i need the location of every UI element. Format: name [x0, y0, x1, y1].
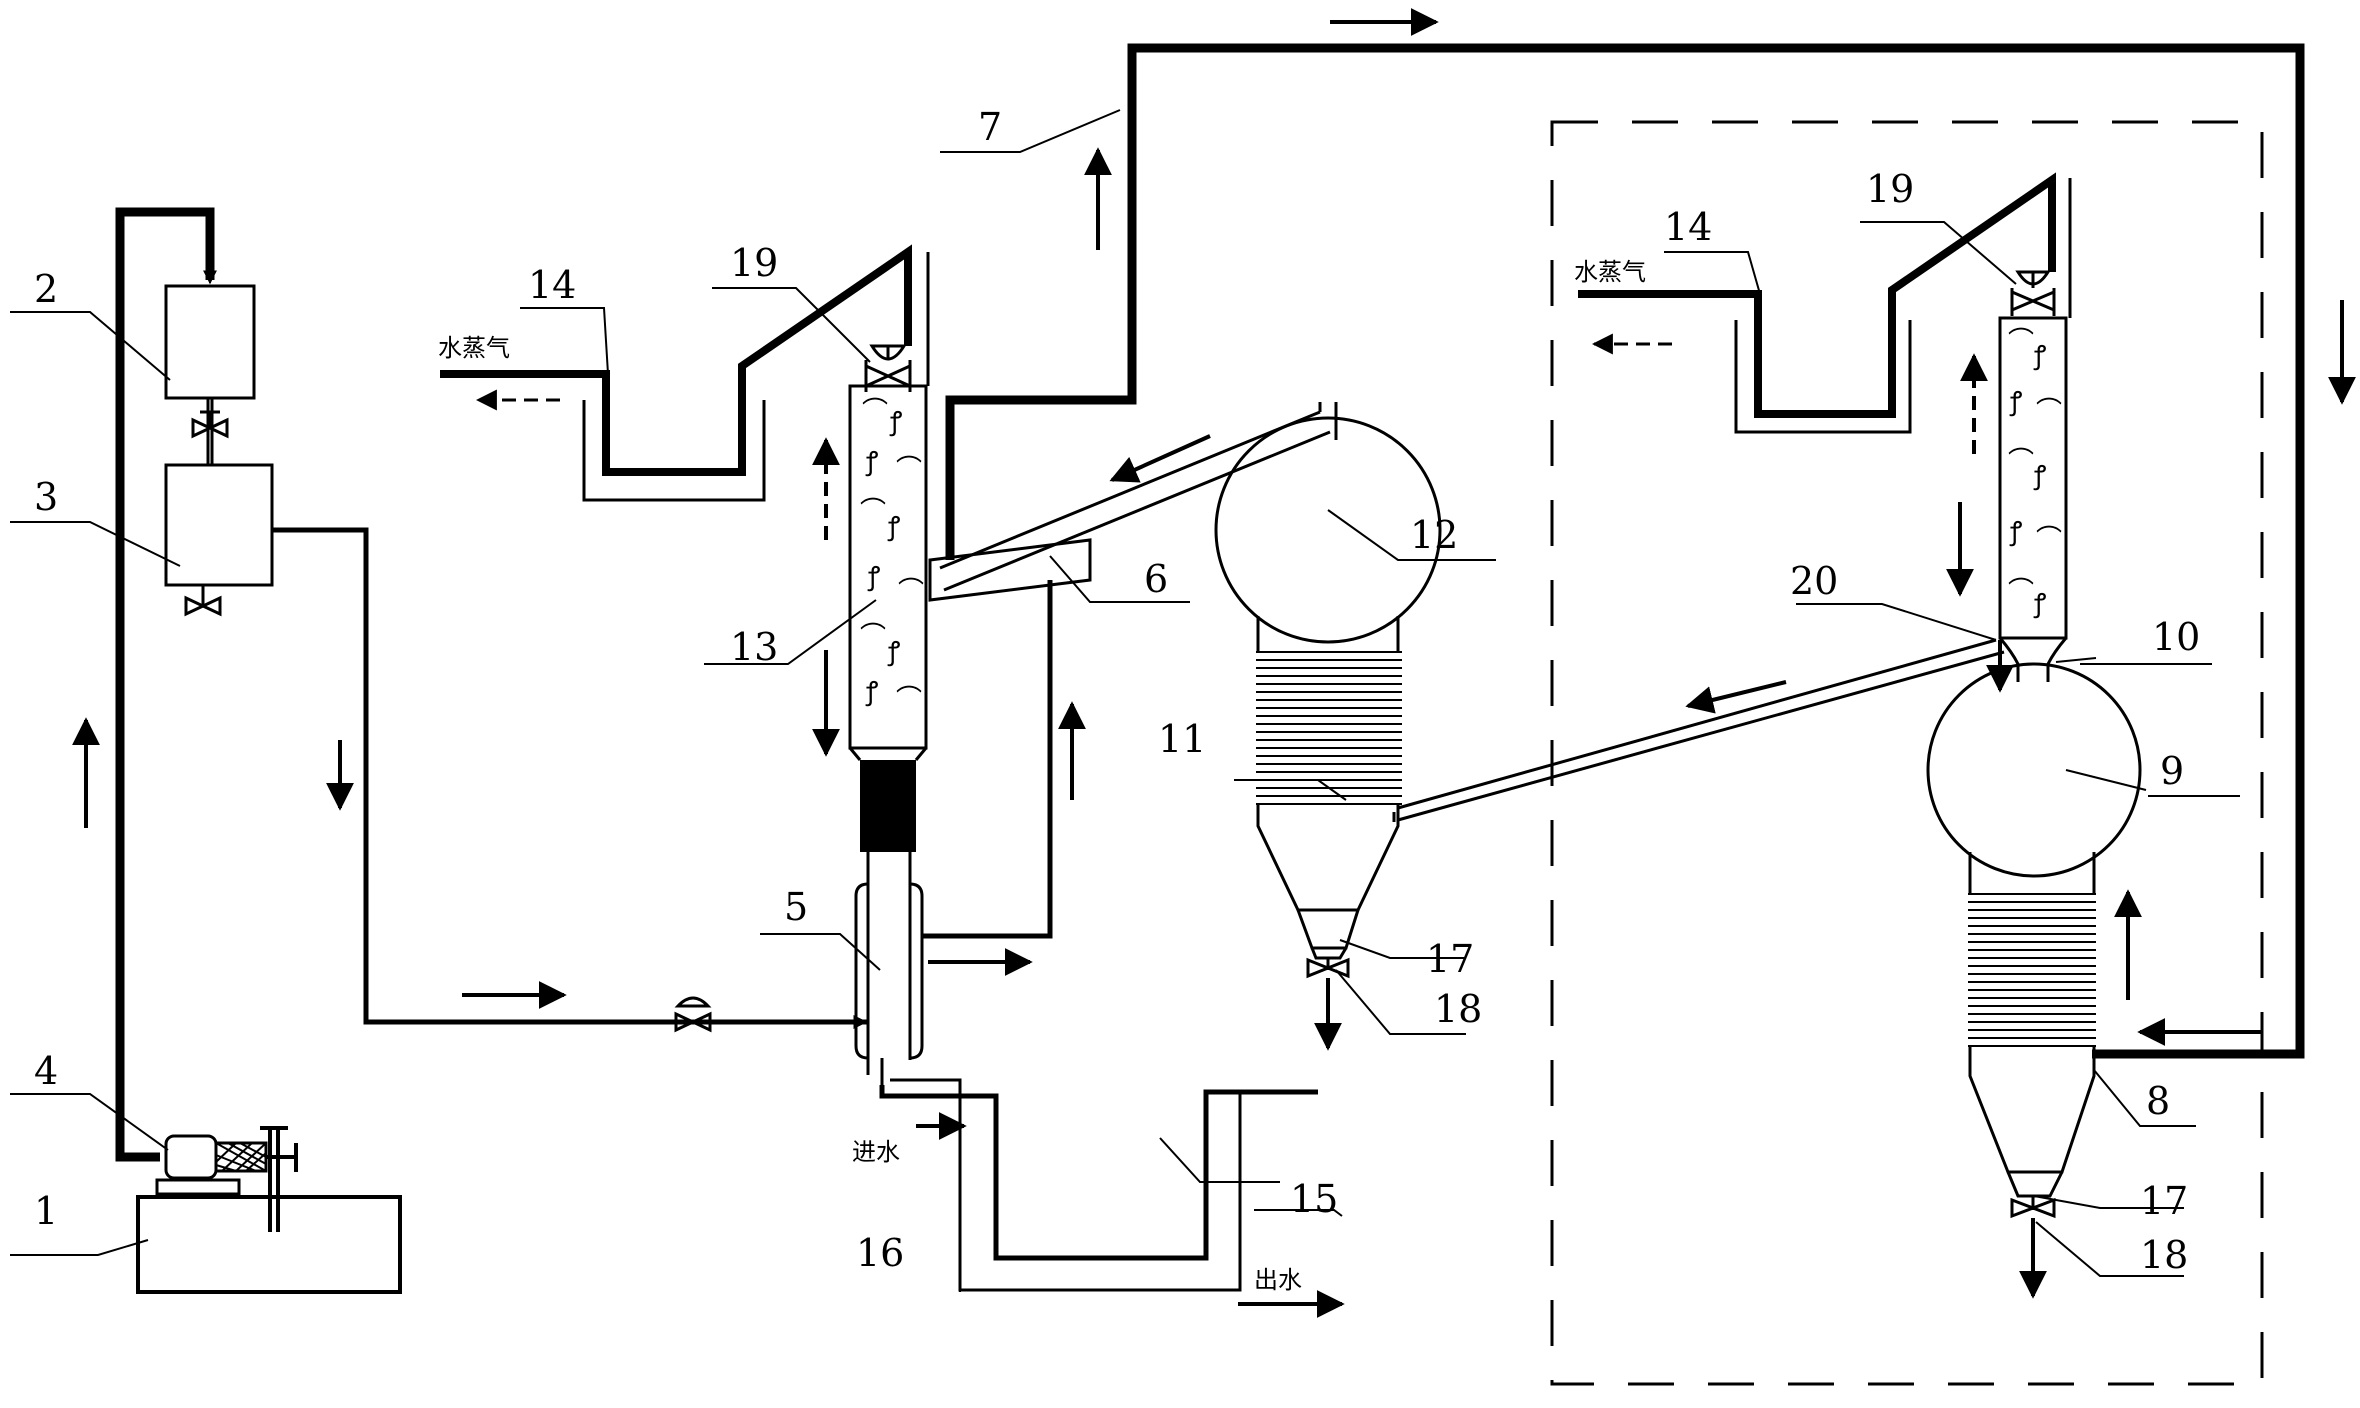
label-5: 5 [784, 885, 808, 929]
steam-label-right: 水蒸气 [1574, 258, 1646, 286]
overhead-line [945, 43, 2305, 1059]
label-12: 12 [1410, 513, 1458, 557]
water-out-label: 出水 [1254, 1266, 1302, 1294]
packing-section [860, 760, 916, 852]
distillation-column-left: ⌒ꝭ ꝭ⌒ ⌒ꝭ ꝭ⌒ ⌒ꝭ ꝭ⌒ [848, 384, 928, 761]
column-valve-right [2010, 270, 2056, 316]
feed-line [272, 527, 868, 1025]
label-13: 13 [730, 625, 778, 669]
water-in-label: 进水 [852, 1138, 900, 1166]
label-20: 20 [1790, 559, 1838, 603]
svg-text:⌒: ⌒ [2008, 447, 2034, 477]
valve-icon [191, 410, 229, 439]
svg-text:ꝭ: ꝭ [867, 562, 880, 592]
label-1: 1 [34, 1189, 58, 1233]
valve-icon [674, 996, 712, 1033]
valve-icon [184, 585, 222, 617]
svg-text:⌒: ⌒ [2008, 327, 2034, 357]
svg-text:⌒: ⌒ [860, 622, 886, 652]
label-19-left: 19 [730, 241, 778, 285]
svg-text:ꝭ: ꝭ [865, 677, 878, 707]
label-3: 3 [34, 475, 58, 519]
side-condenser [928, 402, 1338, 602]
label-17-left: 17 [1426, 937, 1474, 981]
svg-text:ꝭ: ꝭ [2009, 517, 2022, 547]
svg-text:⌒: ⌒ [862, 397, 888, 427]
svg-text:⌒: ⌒ [860, 497, 886, 527]
label-14-right: 14 [1664, 205, 1712, 249]
label-14-left: 14 [528, 263, 576, 307]
steam-condenser-right [1578, 172, 2072, 434]
label-2: 2 [34, 267, 58, 311]
svg-text:⌒: ⌒ [2008, 577, 2034, 607]
svg-text:ꝭ: ꝭ [2033, 589, 2046, 619]
label-19-right: 19 [1866, 167, 1914, 211]
pump [155, 1126, 298, 1232]
label-18-left: 18 [1434, 987, 1482, 1031]
label-9: 9 [2160, 749, 2184, 793]
svg-text:ꝭ: ꝭ [865, 447, 878, 477]
label-6: 6 [1144, 557, 1168, 601]
steam-label-left: 水蒸气 [438, 334, 510, 362]
label-7: 7 [978, 105, 1002, 149]
svg-text:⌒: ⌒ [896, 685, 922, 715]
label-11: 11 [1158, 717, 1206, 761]
svg-text:ꝭ: ꝭ [887, 637, 900, 667]
drain-valve-left [1306, 957, 1350, 979]
label-4: 4 [34, 1049, 58, 1093]
label-8: 8 [2146, 1079, 2170, 1123]
feed-tank-upper [164, 284, 256, 400]
feed-tank-lower [164, 463, 274, 587]
label-18-right: 18 [2140, 1233, 2188, 1277]
steam-condenser-left [440, 244, 930, 502]
svg-text:⌒: ⌒ [896, 455, 922, 485]
svg-text:ꝭ: ꝭ [2033, 461, 2046, 491]
svg-text:ꝭ: ꝭ [2033, 341, 2046, 371]
reactor-vessel [854, 848, 924, 1085]
svg-text:⌒: ⌒ [2036, 525, 2062, 555]
cooling-water-bath [879, 1078, 1318, 1292]
dashed-enclosure [1550, 120, 2264, 1386]
receiver-flask-left [1214, 416, 1442, 960]
leader-lines [10, 109, 2240, 1292]
distillation-column-right: ⌒ꝭ ꝭ⌒ ⌒ꝭ ꝭ⌒ ⌒ꝭ [1998, 316, 2068, 682]
svg-text:⌒: ⌒ [898, 577, 924, 607]
label-10: 10 [2152, 615, 2200, 659]
svg-text:⌒: ⌒ [2036, 397, 2062, 427]
svg-text:ꝭ: ꝭ [2009, 387, 2022, 417]
receiver-flask-right [1926, 662, 2142, 1198]
label-15: 15 [1290, 1177, 1338, 1221]
column-valve-left [864, 344, 912, 392]
label-17-right: 17 [2140, 1179, 2188, 1223]
label-16: 16 [856, 1231, 904, 1275]
svg-text:ꝭ: ꝭ [887, 512, 900, 542]
svg-text:ꝭ: ꝭ [889, 407, 902, 437]
